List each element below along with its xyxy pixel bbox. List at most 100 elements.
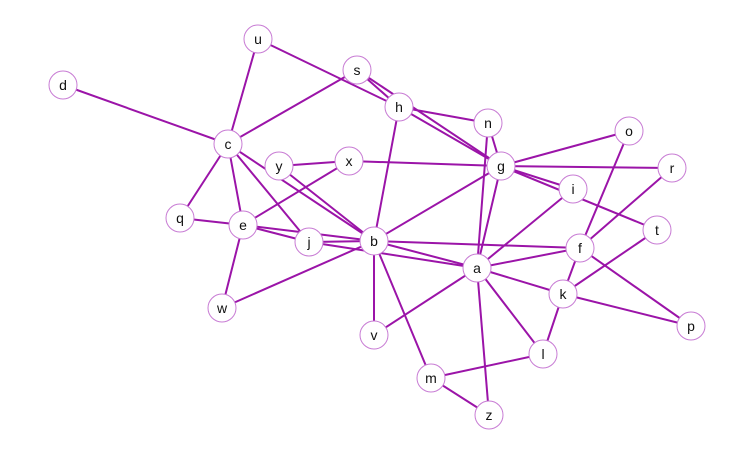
edge-c-j xyxy=(227,143,310,243)
edge-a-z xyxy=(476,267,490,416)
node-circle xyxy=(416,363,446,393)
edge-w-b xyxy=(221,240,375,309)
node-u[interactable]: u xyxy=(243,24,273,54)
node-circle xyxy=(207,293,237,323)
node-circle xyxy=(548,279,578,309)
node-i[interactable]: i xyxy=(558,174,588,204)
edge-i-a xyxy=(476,188,574,269)
edge-u-h xyxy=(257,38,400,108)
node-circle xyxy=(614,116,644,146)
edge-g-a xyxy=(476,165,502,269)
edge-x-g xyxy=(348,160,502,167)
node-p[interactable]: p xyxy=(676,311,706,341)
node-label: u xyxy=(254,31,262,47)
node-label: i xyxy=(571,181,574,197)
node-x[interactable]: x xyxy=(334,146,364,176)
edge-a-f xyxy=(476,247,581,269)
node-z[interactable]: z xyxy=(474,400,504,430)
node-b[interactable]: b xyxy=(359,226,389,256)
node-o[interactable]: o xyxy=(614,116,644,146)
node-label: h xyxy=(395,99,403,115)
edge-o-f xyxy=(579,130,630,249)
node-circle xyxy=(294,227,324,257)
node-circle xyxy=(642,215,672,245)
node-label: w xyxy=(216,300,228,316)
node-label: z xyxy=(486,407,493,423)
node-label: x xyxy=(346,153,353,169)
edge-g-b xyxy=(373,165,502,242)
node-circle xyxy=(676,311,706,341)
node-label: v xyxy=(371,327,378,343)
node-label: b xyxy=(370,233,378,249)
edge-b-a xyxy=(373,240,478,269)
node-circle xyxy=(213,129,243,159)
edge-k-p xyxy=(562,293,692,327)
node-circle xyxy=(528,339,558,369)
node-d[interactable]: d xyxy=(48,70,78,100)
node-y[interactable]: y xyxy=(264,151,294,181)
node-label: a xyxy=(473,260,481,276)
node-label: s xyxy=(354,62,361,78)
edge-h-n xyxy=(398,106,489,124)
node-m[interactable]: m xyxy=(416,363,446,393)
edge-l-m xyxy=(430,353,544,379)
node-c[interactable]: c xyxy=(213,129,243,159)
node-label: m xyxy=(425,370,437,386)
node-label: c xyxy=(225,136,232,152)
node-a[interactable]: a xyxy=(462,253,492,283)
edge-j-a xyxy=(308,241,478,269)
edge-b-m xyxy=(373,240,432,379)
node-f[interactable]: f xyxy=(565,233,595,263)
node-circle xyxy=(359,226,389,256)
node-label: o xyxy=(625,123,633,139)
edge-c-b xyxy=(227,143,375,242)
node-label: p xyxy=(687,318,695,334)
node-q[interactable]: q xyxy=(165,203,195,233)
edge-h-b xyxy=(373,106,400,242)
node-circle xyxy=(228,210,258,240)
edge-d-c xyxy=(62,84,229,145)
node-label: e xyxy=(239,217,247,233)
edge-f-p xyxy=(579,247,692,327)
edge-b-f xyxy=(373,240,581,249)
node-t[interactable]: t xyxy=(642,215,672,245)
edge-g-o xyxy=(500,130,630,167)
node-w[interactable]: w xyxy=(207,293,237,323)
node-k[interactable]: k xyxy=(548,279,578,309)
edge-a-k xyxy=(476,267,564,295)
node-label: n xyxy=(484,115,492,131)
node-circle xyxy=(657,153,687,183)
node-circle xyxy=(384,92,414,122)
node-label: y xyxy=(276,158,283,174)
node-label: j xyxy=(306,234,310,250)
edge-h-g xyxy=(398,106,502,167)
node-r[interactable]: r xyxy=(657,153,687,183)
node-label: k xyxy=(560,286,568,302)
node-g[interactable]: g xyxy=(486,151,516,181)
node-h[interactable]: h xyxy=(384,92,414,122)
nodes-layer: a b c d e f g h i j k l m n o p q r s t u v w x y z xyxy=(48,24,706,430)
node-l[interactable]: l xyxy=(528,339,558,369)
node-circle xyxy=(462,253,492,283)
node-label: q xyxy=(176,210,184,226)
edge-t-k xyxy=(562,229,658,295)
node-j[interactable]: j xyxy=(294,227,324,257)
node-circle xyxy=(474,400,504,430)
edge-c-q xyxy=(179,143,229,219)
node-e[interactable]: e xyxy=(228,210,258,240)
node-circle xyxy=(264,151,294,181)
node-circle xyxy=(565,233,595,263)
node-v[interactable]: v xyxy=(359,320,389,350)
edge-a-l xyxy=(476,267,544,355)
edge-a-v xyxy=(373,267,478,336)
edge-x-e xyxy=(242,160,350,226)
node-n[interactable]: n xyxy=(473,108,503,138)
edge-s-g xyxy=(356,69,502,167)
node-s[interactable]: s xyxy=(342,55,372,85)
node-label: g xyxy=(497,158,505,174)
edge-r-f xyxy=(579,167,673,249)
node-circle xyxy=(165,203,195,233)
node-circle xyxy=(359,320,389,350)
edge-u-c xyxy=(227,38,259,145)
edge-g-r xyxy=(500,165,673,169)
